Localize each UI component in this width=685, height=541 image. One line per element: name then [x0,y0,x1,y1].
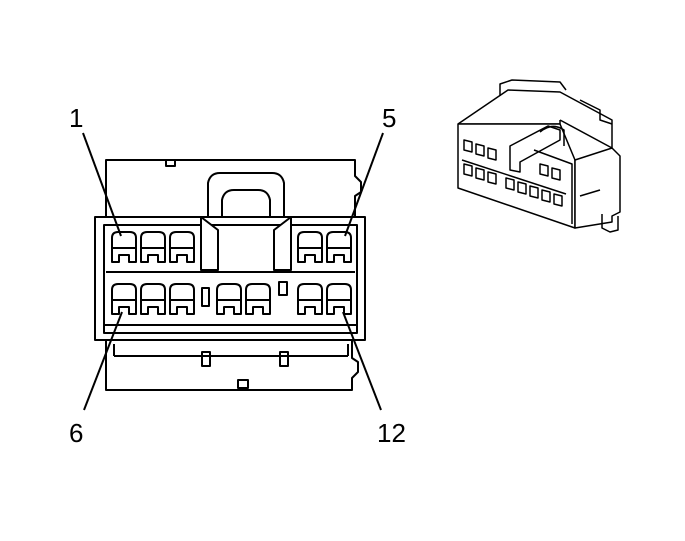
connector-isometric-view-icon [457,79,621,233]
pin-cavity-1 [111,231,137,263]
pin-cavity-2 [140,231,166,263]
pin-cavity-7 [140,283,166,315]
connector-face-view-icon: 1 5 6 12 [69,103,406,448]
pin-cavity-3 [169,231,195,263]
pin-cavity-8 [169,283,195,315]
pin-cavity-5 [326,231,352,263]
pin-callout-5: 5 [382,103,396,133]
leader-line-6 [83,311,123,411]
pin-cavity-4 [297,231,323,263]
pin-callout-6: 6 [69,418,83,448]
leader-line-1 [82,132,122,237]
leader-line-12 [342,311,382,411]
pin-callout-12: 12 [377,418,406,448]
pin-cavity-9 [216,283,242,315]
pin-cavity-10 [245,283,271,315]
leader-line-5 [344,132,384,237]
pin-cavity-12 [326,283,352,315]
pin-callout-1: 1 [69,103,83,133]
pin-cavity-6 [111,283,137,315]
pin-cavity-11 [297,283,323,315]
